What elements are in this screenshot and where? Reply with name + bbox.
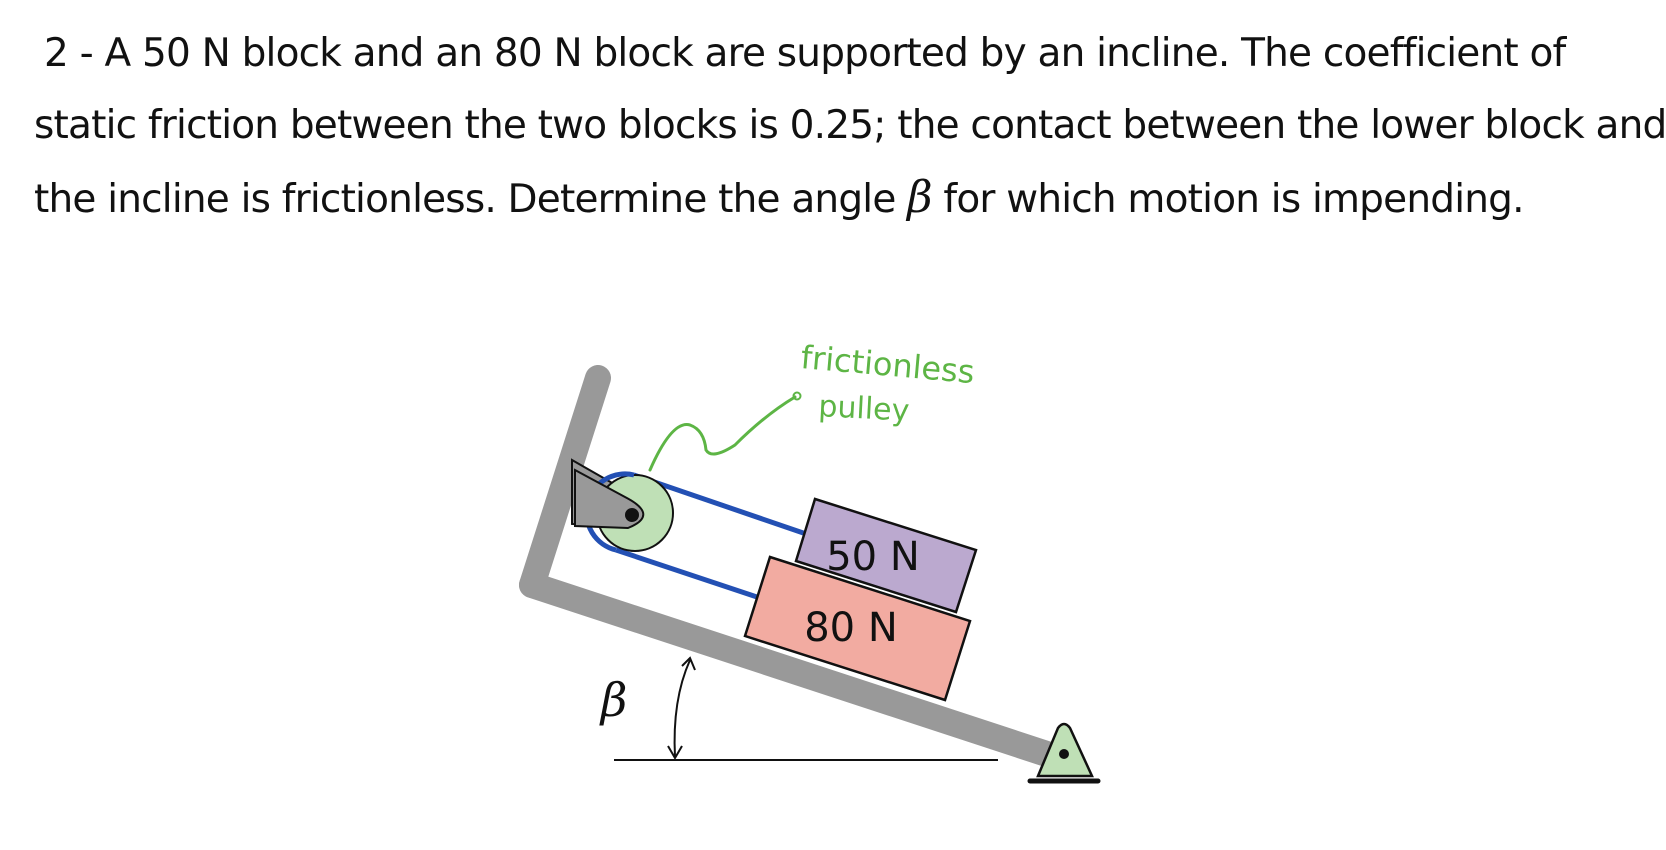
rope-upper-segment [633,472,816,540]
angle-arc-arrowhead-top [681,656,696,671]
lower-block-body [743,555,972,702]
vertical-arm [519,365,611,598]
pin-support-pin [1059,749,1069,759]
frictionless-pulley-annotation: frictionless pulley [648,338,976,472]
problem-line-1-text: A 50 N block and an 80 N block are suppo… [104,31,1567,76]
problem-line-3: the incline is frictionless. Determine t… [34,162,1594,236]
pin-support-icon [1027,722,1101,784]
pulley-axle [625,508,639,522]
problem-line-3-after: for which motion is impending. [943,177,1524,222]
problem-statement: 2 - A 50 N block and an 80 N block are s… [34,18,1666,236]
rope [615,472,816,602]
lower-block-label: 80 N [804,605,898,651]
upper-block-body [794,497,978,614]
beta-symbol-inline: β [907,172,932,223]
angle-marker: β [599,656,998,761]
problem-line-1: 2 - A 50 N block and an 80 N block are s… [34,18,1594,90]
problem-number: 2 [44,31,69,76]
annotation-line-2: pulley [818,389,911,429]
lower-block: 80 N [743,555,972,702]
pulley-icon [574,468,674,553]
incline-beam [519,572,1078,773]
upper-block: 50 N [794,497,978,614]
rope-lower-segment [615,547,764,602]
angle-arc [673,659,691,758]
annotation-line-1: frictionless [799,338,976,391]
annotation-squiggle [648,395,797,472]
angle-beta-label: β [599,673,628,727]
problem-line-3-before: the incline is frictionless. Determine t… [34,177,896,222]
angle-arc-arrowhead-bottom [667,745,683,760]
problem-separator: - [79,31,94,76]
problem-line-2: static friction between the two blocks i… [34,103,1666,148]
incline-diagram: 80 N 50 N β frictionless pulley [519,338,1101,784]
upper-block-label: 50 N [826,534,920,580]
annotation-dot [792,391,802,401]
